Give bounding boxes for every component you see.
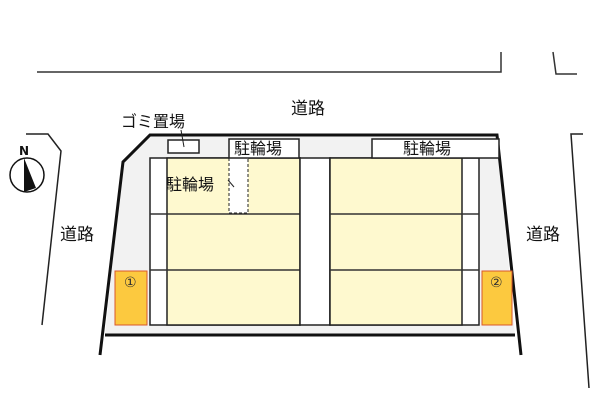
road-edge-top-right — [552, 51, 577, 75]
lot-boundary — [98, 133, 523, 356]
road-edge-right — [570, 133, 590, 389]
bike-parking-top-right-label: 駐輪場 — [403, 139, 452, 158]
road-label-right: 道路 — [526, 225, 560, 245]
bike-parking-top-right — [371, 138, 500, 159]
bike-parking-top-left — [228, 138, 300, 159]
parking-space-2 — [481, 270, 513, 326]
road-label-top: 道路 — [291, 99, 325, 119]
road-label-left: 道路 — [60, 225, 94, 245]
parking-space-1 — [114, 270, 148, 326]
bike-parking-inner-label: 駐輪場 — [166, 175, 215, 194]
north-arrow-icon — [24, 158, 36, 192]
parking-space-2-label: ② — [490, 275, 503, 291]
north-label: N — [19, 144, 30, 158]
parking-space-1-label: ① — [124, 275, 137, 291]
units-right — [329, 157, 463, 326]
bike-parking-top-left-label: 駐輪場 — [234, 139, 283, 158]
garbage-label: ゴミ置場 — [121, 112, 186, 131]
bike-parking-inner — [228, 157, 249, 214]
road-edge-top — [37, 52, 502, 73]
road-edge-left — [26, 133, 62, 326]
walkway — [299, 157, 331, 326]
